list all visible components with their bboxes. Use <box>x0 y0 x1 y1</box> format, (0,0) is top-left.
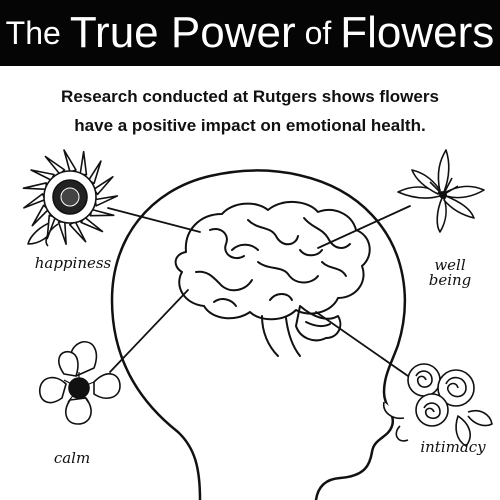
sunflower-icon <box>22 149 119 247</box>
subtitle: Research conducted at Rutgers shows flow… <box>0 82 500 140</box>
connector-well-being <box>317 205 411 249</box>
head-silhouette <box>110 169 407 500</box>
roses-icon <box>382 363 493 447</box>
title-flowers: Flowers <box>340 8 495 57</box>
label-happiness: happiness <box>34 254 112 272</box>
label-well-being: well being <box>420 258 480 288</box>
title-banner: The True Power of Flowers <box>0 0 500 66</box>
subtitle-line-2: have a positive impact on emotional heal… <box>74 116 426 135</box>
title-true-power: True Power <box>69 8 296 57</box>
lily-icon <box>397 149 485 233</box>
connector-intimacy <box>315 311 409 377</box>
label-well: well <box>434 256 466 274</box>
connector-happiness <box>107 207 201 233</box>
title-of: of <box>304 14 332 51</box>
label-intimacy: intimacy <box>420 438 486 456</box>
anemone-icon <box>38 341 121 425</box>
connector-calm <box>109 289 189 373</box>
label-calm: calm <box>53 449 91 467</box>
brain-illustration <box>174 201 371 357</box>
subtitle-line-1: Research conducted at Rutgers shows flow… <box>61 87 439 106</box>
label-being: being <box>428 271 472 289</box>
title-the: The <box>5 14 61 51</box>
